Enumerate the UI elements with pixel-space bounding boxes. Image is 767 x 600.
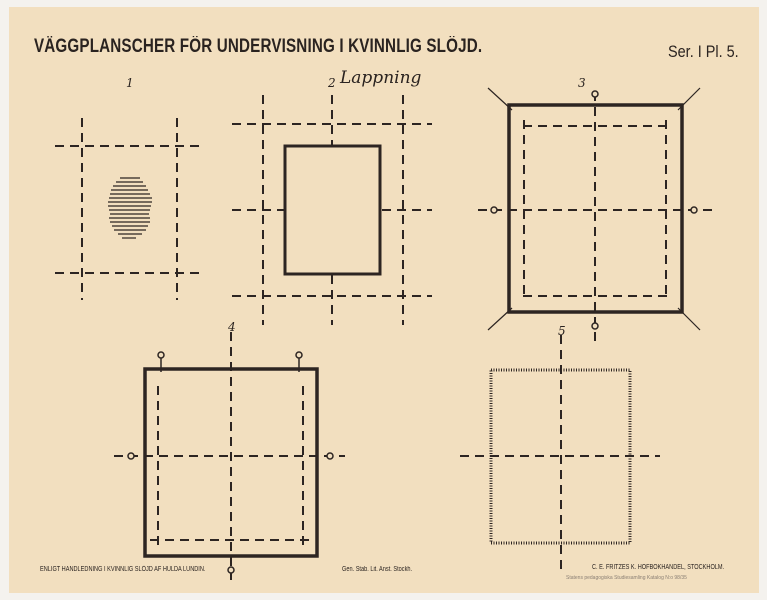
footer-right: C. E. FRITZES K. HOFBOKHANDEL, STOCKHOLM… [592, 564, 725, 571]
footer-left: ENLIGT HANDLEDNING I KVINNLIG SLÖJD AF H… [40, 566, 206, 573]
pin-icons [490, 90, 698, 330]
figure-3-number: 3 [578, 76, 586, 90]
figure-1-number: 1 [126, 76, 134, 90]
figure-5-drawing [460, 335, 660, 570]
figure-2-number: 2 [328, 76, 336, 90]
subtitle: Lappning [340, 68, 422, 88]
figure-5-number: 5 [558, 324, 566, 338]
figure-3-drawing [478, 87, 712, 342]
footer-center: Gen. Stab. Lit. Anst. Stockh. [342, 566, 413, 573]
figure-2-drawing [232, 95, 432, 325]
collection-stamp: Statens pedagogiska Studiesamling Katalo… [566, 575, 687, 581]
series-plate-label: Ser. I Pl. 5. [668, 42, 739, 61]
figure-1-drawing [55, 118, 205, 300]
hole-hatching [108, 177, 152, 239]
figure-4-drawing [114, 332, 345, 580]
poster-title: VÄGGPLANSCHER FÖR UNDERVISNING I KVINNLI… [34, 36, 483, 57]
figure-4-number: 4 [228, 320, 236, 334]
